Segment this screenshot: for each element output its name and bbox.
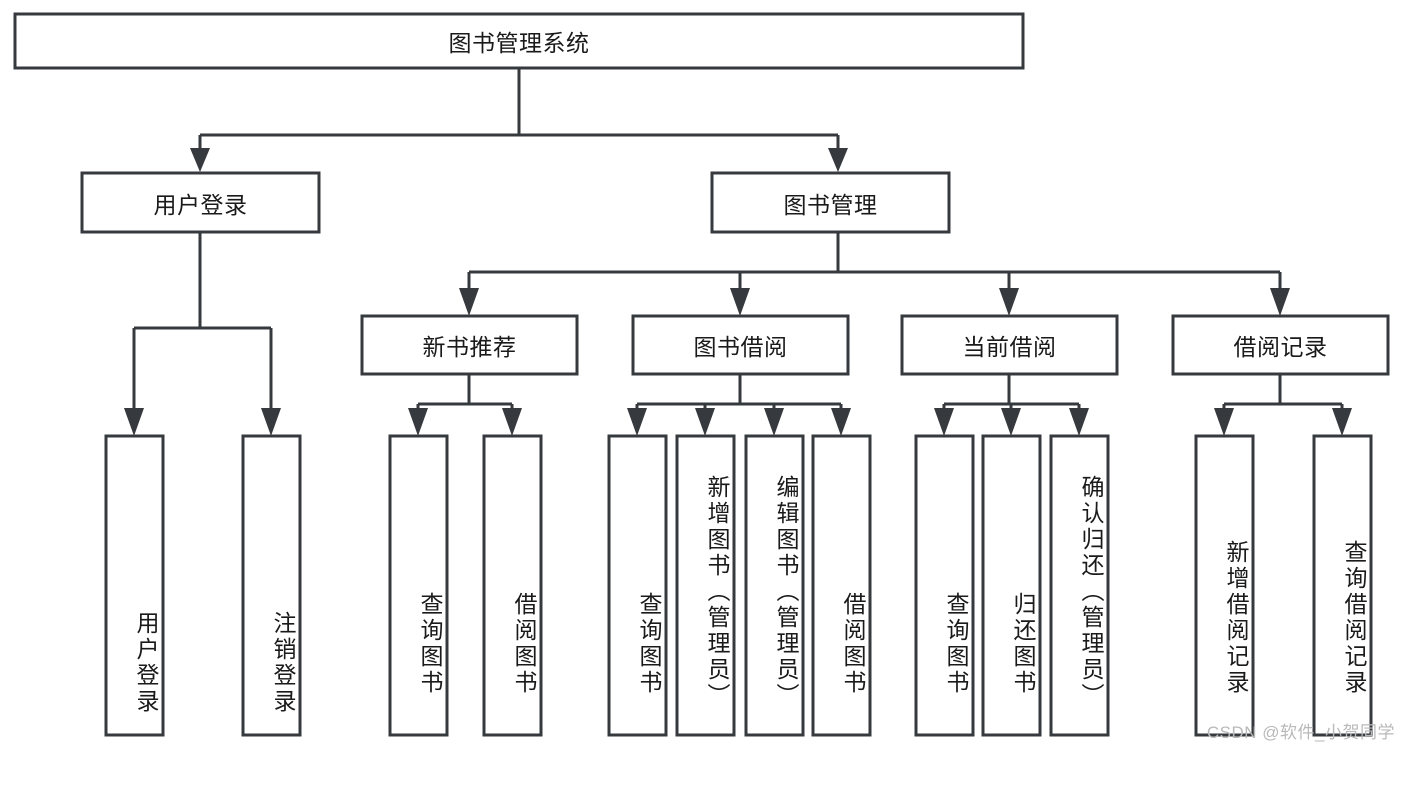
csdn-watermark: CSDN @软件_小贺同学 (1206, 723, 1395, 742)
connector-newbook-to-leaves (408, 374, 522, 436)
flowchart-canvas (13, 12, 1390, 737)
connector-bookborrow-to-leaves (627, 374, 851, 436)
leaf-box-new-book-1[interactable] (482, 434, 543, 737)
node-new-book-recommend[interactable] (360, 314, 579, 376)
flowchart-diagram: 图书管理系统 用户登录 图书管理 新书推荐 图书借阅 当前借阅 借阅记录 用户登… (13, 12, 1395, 742)
leaf-box-current-borrow-0[interactable] (914, 434, 975, 737)
leaf-box-current-borrow-1[interactable] (981, 434, 1042, 737)
leaf-box-new-book-0[interactable] (388, 434, 449, 737)
connector-borrowrecord-to-leaves (1214, 374, 1352, 436)
leaf-box-borrow-record-0[interactable] (1194, 434, 1255, 737)
connector-currentborrow-to-leaves (934, 374, 1089, 436)
leaf-box-current-borrow-2[interactable] (1049, 434, 1110, 737)
node-book-borrow[interactable] (631, 314, 850, 376)
leaf-box-book-borrow-3[interactable] (811, 434, 872, 737)
leaf-box-book-borrow-1[interactable] (675, 434, 736, 737)
node-current-borrow[interactable] (900, 314, 1119, 376)
connector-root-to-level2 (190, 68, 848, 172)
leaf-box-user-login-1[interactable] (241, 434, 302, 737)
connector-userlogin-to-leaves (124, 232, 281, 436)
node-user-login[interactable] (80, 171, 321, 234)
node-root[interactable] (13, 12, 1025, 70)
leaf-box-book-borrow-0[interactable] (607, 434, 668, 737)
leaf-box-book-borrow-2[interactable] (744, 434, 805, 737)
node-book-management[interactable] (710, 171, 951, 234)
leaf-box-borrow-record-1[interactable] (1312, 434, 1373, 737)
leaf-box-user-login-0[interactable] (104, 434, 165, 737)
node-borrow-record[interactable] (1171, 314, 1390, 376)
connector-bookmgmt-to-level3 (459, 232, 1290, 316)
